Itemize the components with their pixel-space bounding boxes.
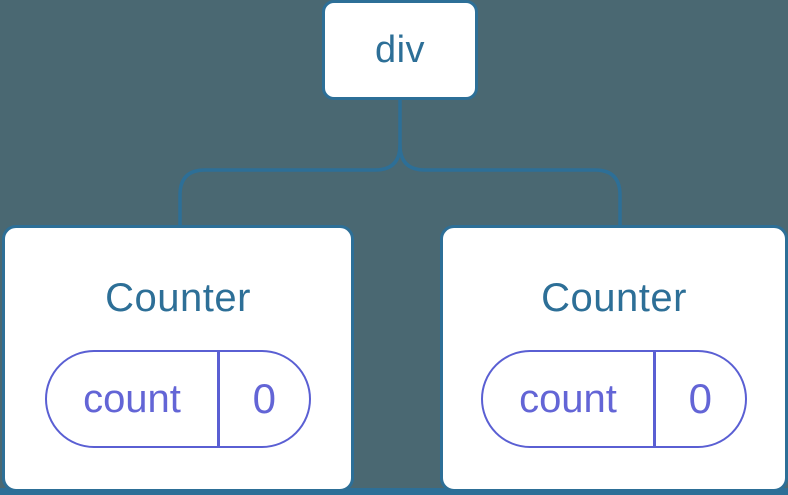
state-key: count [519, 376, 617, 421]
state-value: 0 [252, 375, 276, 422]
component-title: Counter [541, 276, 687, 320]
component-title: Counter [105, 276, 251, 320]
state-key: count [83, 376, 181, 421]
counter-card-right: Counter count 0 [440, 225, 788, 492]
state-value: 0 [688, 375, 712, 422]
state-pill-divider [653, 352, 656, 446]
state-pill-divider [217, 352, 220, 446]
connector-right-branch [398, 144, 622, 227]
root-node-label: div [374, 28, 426, 71]
state-pill: count 0 [45, 350, 311, 448]
state-pill: count 0 [481, 350, 747, 448]
bottom-edge-band [0, 488, 788, 495]
counter-card-left: Counter count 0 [2, 225, 354, 492]
connector-left-branch [178, 100, 402, 227]
root-node-div: div [322, 0, 478, 100]
